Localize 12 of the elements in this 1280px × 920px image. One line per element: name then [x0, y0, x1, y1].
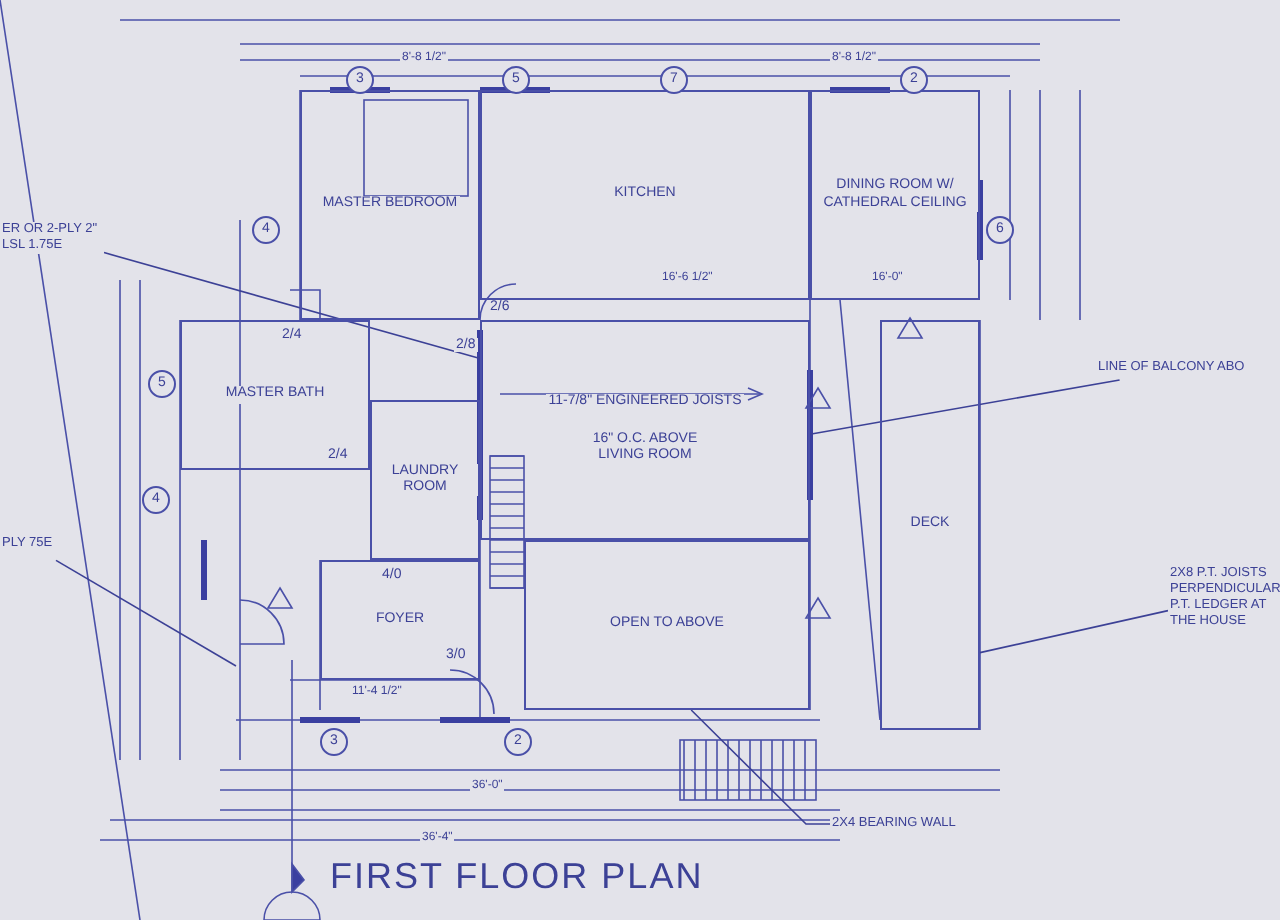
leader-line — [55, 559, 237, 667]
dining-room — [810, 90, 980, 300]
living-room — [480, 320, 810, 540]
leader-line — [103, 251, 481, 360]
bedroom-room — [300, 90, 480, 320]
leader-line — [979, 609, 1169, 654]
deck-area — [880, 320, 980, 730]
laundry-room — [370, 400, 480, 560]
open-area — [524, 540, 810, 710]
leader-line — [690, 709, 831, 825]
plan-title: FIRST FLOOR PLAN — [330, 856, 704, 898]
leader-line — [809, 379, 1121, 435]
